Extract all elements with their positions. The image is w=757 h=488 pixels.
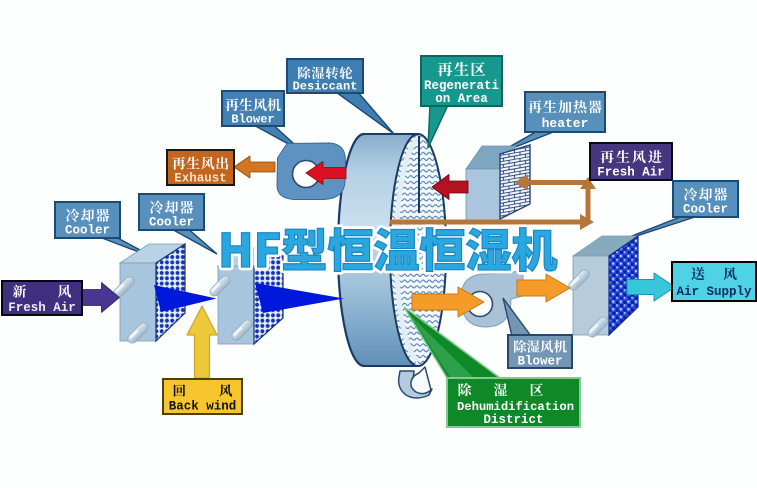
svg-text:Air Supply: Air Supply: [676, 285, 752, 299]
svg-text:Dehumidification: Dehumidification: [457, 400, 574, 414]
svg-text:heater: heater: [542, 116, 589, 131]
svg-text:District: District: [483, 413, 543, 427]
svg-text:Cooler: Cooler: [683, 203, 728, 217]
svg-text:Desiccant: Desiccant: [293, 80, 358, 94]
svg-text:Blower: Blower: [231, 113, 274, 127]
svg-text:Cooler: Cooler: [65, 224, 110, 238]
svg-text:Fresh Air: Fresh Air: [8, 301, 76, 315]
svg-text:Back wind: Back wind: [169, 400, 237, 414]
svg-text:Blower: Blower: [517, 355, 562, 369]
svg-text:Regenerati: Regenerati: [424, 79, 499, 93]
svg-text:Fresh Air: Fresh Air: [597, 166, 665, 180]
svg-text:Exhaust: Exhaust: [174, 172, 227, 186]
svg-text:Cooler: Cooler: [149, 216, 194, 230]
svg-text:on Area: on Area: [435, 92, 488, 106]
